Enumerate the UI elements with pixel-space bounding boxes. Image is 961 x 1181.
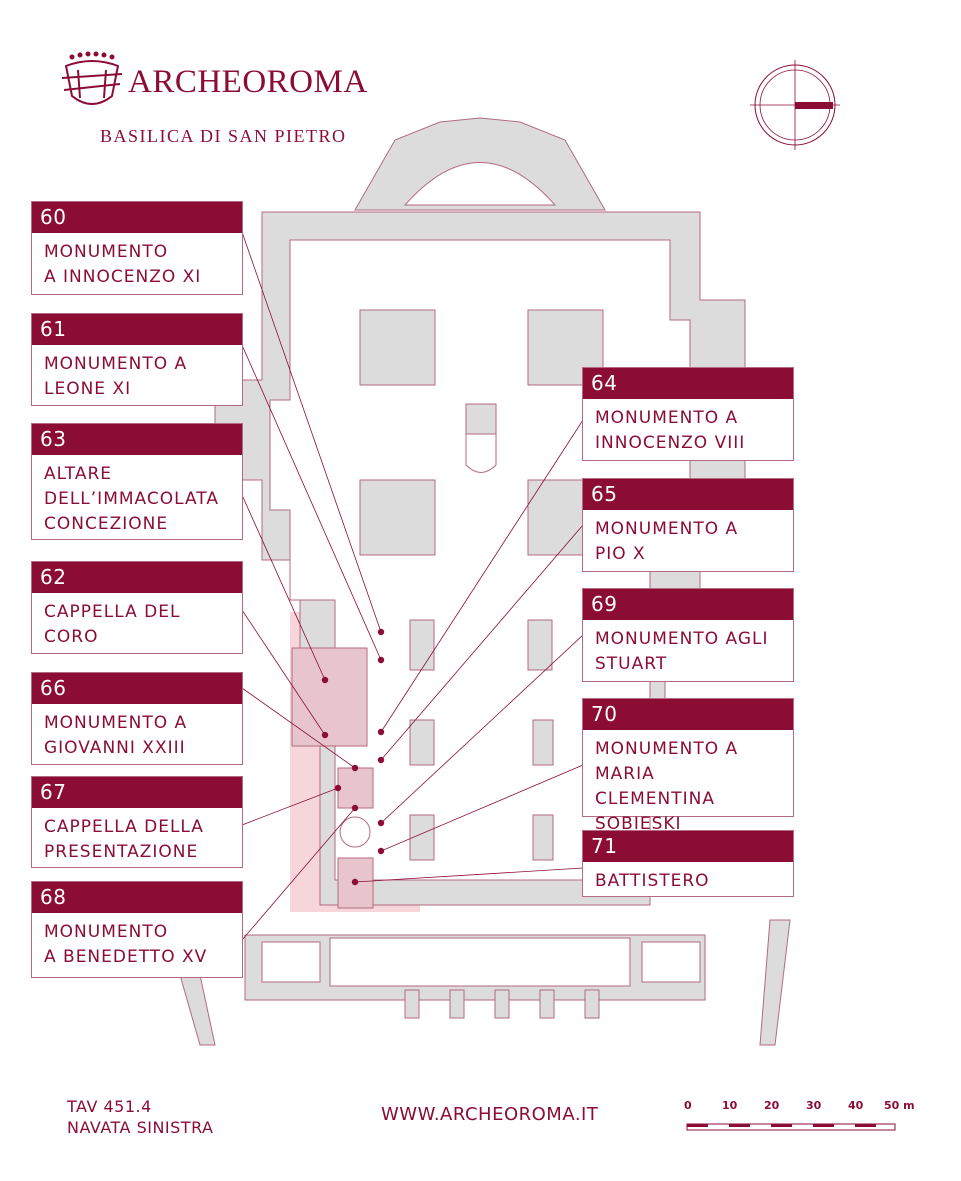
label-text: MONUMENTO A INNOCENZO VIII [595, 408, 746, 453]
label-text: CAPPELLA DEL CORO [44, 602, 181, 647]
label-text: MONUMENTO A PIO X [595, 519, 739, 564]
label-text: MONUMENTO A MARIA CLEMENTINA SOBIESKI [595, 739, 739, 834]
label-box-71: 71 BATTISTERO [582, 830, 794, 897]
scale-tick-label: 40 [848, 1099, 864, 1112]
label-text: MONUMENTO A LEONE XI [44, 354, 188, 399]
label-number: 68 [32, 882, 242, 913]
scale-tick-label: 50 m [884, 1099, 915, 1112]
website-link[interactable]: WWW.ARCHEOROMA.IT [381, 1104, 599, 1125]
monument-markers [321, 628, 385, 886]
plate-number: TAV 451.4 [67, 1097, 152, 1116]
label-box-70: 70 MONUMENTO A MARIA CLEMENTINA SOBIESKI [582, 698, 794, 834]
label-box-61: 61 MONUMENTO A LEONE XI [31, 313, 243, 406]
label-text: CAPPELLA DELLA PRESENTAZIONE [44, 817, 204, 862]
label-number: 67 [32, 777, 242, 808]
label-text: MONUMENTO A GIOVANNI XXIII [44, 713, 188, 758]
scale-tick-label: 10 [722, 1099, 738, 1112]
label-box-64: 64 MONUMENTO A INNOCENZO VIII [582, 367, 794, 461]
label-text: MONUMENTO A BENEDETTO XV [44, 922, 208, 967]
label-number: 71 [583, 831, 793, 862]
label-number: 65 [583, 479, 793, 510]
scale-tick-label: 20 [764, 1099, 780, 1112]
label-box-69: 69 MONUMENTO AGLI STUART [582, 588, 794, 682]
altar [465, 403, 497, 435]
scale-bar [686, 1123, 896, 1131]
nave-piers [409, 619, 554, 861]
label-text: MONUMENTO AGLI STUART [595, 629, 769, 674]
label-text: BATTISTERO [595, 871, 710, 891]
label-box-65: 65 MONUMENTO A PIO X [582, 478, 794, 572]
archeoroma-logo-icon [61, 51, 123, 105]
label-number: 70 [583, 699, 793, 730]
label-number: 66 [32, 673, 242, 704]
label-box-67: 67 CAPPELLA DELLA PRESENTAZIONE [31, 776, 243, 868]
label-number: 61 [32, 314, 242, 345]
label-number: 63 [32, 424, 242, 455]
label-number: 69 [583, 589, 793, 620]
label-text: ALTARE DELL’IMMACOLATA CONCEZIONE [44, 464, 219, 534]
map-subtitle: BASILICA DI SAN PIETRO [100, 126, 347, 146]
side-chapels [291, 647, 374, 909]
label-number: 64 [583, 368, 793, 399]
brand-name: ARCHEOROMA [128, 64, 368, 100]
section-name: NAVATA SINISTRA [67, 1118, 214, 1137]
label-box-66: 66 MONUMENTO A GIOVANNI XXIII [31, 672, 243, 765]
label-box-60: 60 MONUMENTO A INNOCENZO XI [31, 201, 243, 295]
label-box-68: 68 MONUMENTO A BENEDETTO XV [31, 881, 243, 978]
label-text: MONUMENTO A INNOCENZO XI [44, 242, 202, 287]
portico-columns [404, 989, 600, 1019]
scale-tick-label: 30 [806, 1099, 822, 1112]
label-number: 60 [32, 202, 242, 233]
scale-tick-label: 0 [684, 1099, 692, 1112]
label-box-62: 62 CAPPELLA DEL CORO [31, 561, 243, 654]
leader-lines [241, 231, 584, 941]
label-number: 62 [32, 562, 242, 593]
label-box-63: 63 ALTARE DELL’IMMACOLATA CONCEZIONE [31, 423, 243, 540]
compass-north-arrow-icon [750, 60, 840, 150]
